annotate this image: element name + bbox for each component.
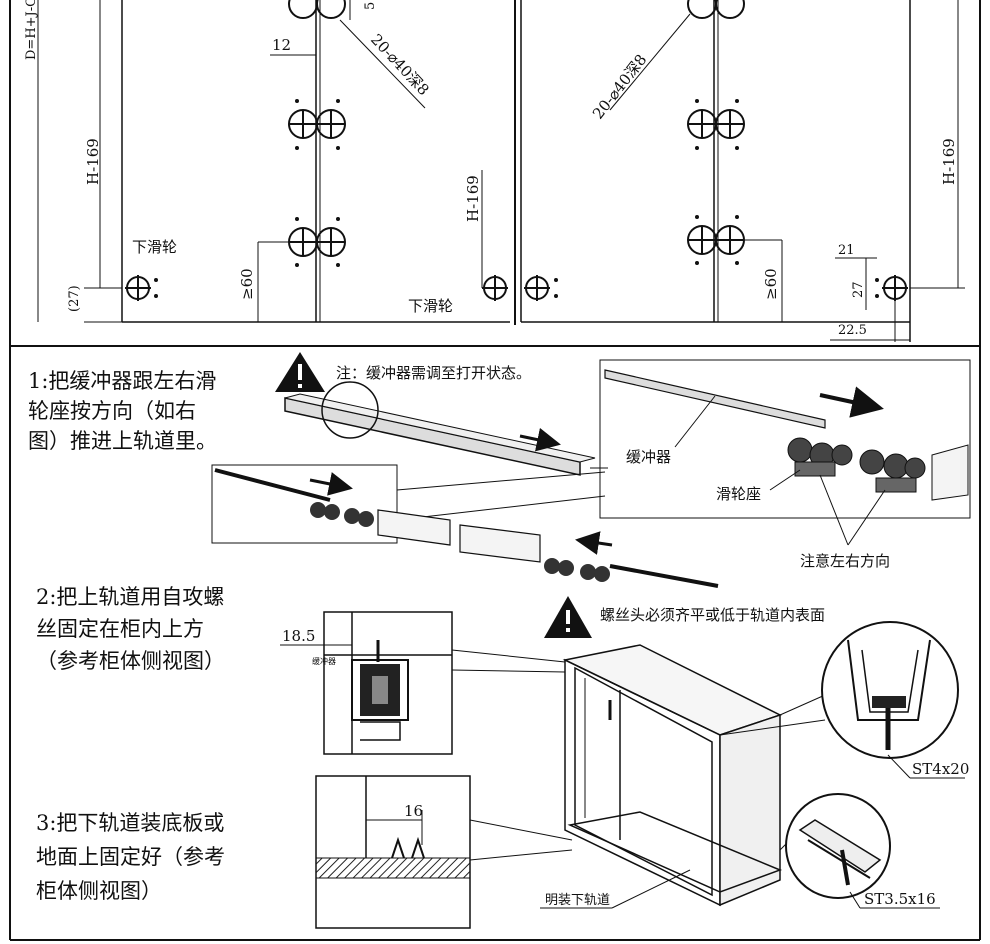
holes-spec-left: 20-⌀40深8: [367, 30, 433, 98]
lower-pulley-right: [482, 275, 908, 301]
screw-detail-lower: [540, 793, 940, 909]
lower-pulley-label-right: 下滑轮: [408, 297, 453, 315]
dim-ge60-right: ≥60: [762, 268, 780, 300]
warning-icon: [275, 352, 325, 392]
dim-21: 21: [838, 243, 855, 258]
step3-line2: 地面上固定好（参考: [36, 845, 225, 869]
holes-spec-right: 20-⌀40深8: [589, 51, 650, 123]
step1-text: 1:把缓冲器跟左右滑 轮座按方向（如右 图）推进上轨道里。: [28, 369, 217, 453]
step3-line3: 柜体侧视图）: [36, 879, 162, 903]
bottom-track-side-view: [315, 775, 573, 929]
dim-16: 16: [404, 802, 423, 820]
label-direction: 注意左右方向: [800, 552, 890, 570]
step3-line1: 3:把下轨道装底板或: [36, 811, 224, 835]
label-buffer: 缓冲器: [626, 448, 671, 466]
step2-line2: 丝固定在柜内上方: [36, 617, 204, 641]
step1-line3: 图）推进上轨道里。: [28, 429, 217, 453]
step2-line3: （参考柜体侧视图）: [36, 649, 225, 673]
lower-pulley-left: [125, 275, 151, 301]
step2-text: 2:把上轨道用自攻螺 丝固定在柜内上方 （参考柜体侧视图）: [36, 585, 225, 673]
step2-line1: 2:把上轨道用自攻螺: [36, 585, 224, 609]
dim-5: 5: [363, 2, 378, 10]
note-buffer-open: 注：缓冲器需调至打开状态。: [336, 364, 531, 382]
dim-18-5: 18.5: [282, 627, 315, 645]
dim-h169-right: H-169: [940, 138, 958, 185]
exploded-view-box: [211, 464, 719, 588]
note-screw-flush: 螺丝头必须齐平或低于轨道内表面: [600, 606, 825, 624]
right-door-drawing: [481, 0, 965, 342]
dim-12: 12: [272, 36, 291, 54]
dim-27: 27: [851, 281, 866, 298]
step1-line1: 1:把缓冲器跟左右滑: [28, 369, 216, 393]
screw-spec-st4: ST4x20: [912, 760, 969, 778]
step1-line2: 轮座按方向（如右: [28, 399, 196, 423]
screw-spec-st35: ST3.5x16: [864, 890, 936, 908]
left-door-drawing: [37, 0, 510, 323]
label-lower-track: 明装下轨道: [545, 893, 610, 908]
hinge-holes-left: [288, 0, 346, 257]
lower-pulley-label-left: 下滑轮: [132, 238, 177, 256]
label-buffer-small: 缓冲器: [312, 656, 336, 666]
upper-track-illustration: [284, 381, 608, 476]
dim-22-5: 22.5: [838, 323, 867, 338]
label-pulley-seat: 滑轮座: [716, 485, 761, 503]
buffer-detail-box: [599, 359, 971, 546]
dim-h169-mid: H-169: [464, 175, 482, 222]
dim-d-formula: D=H+J-C: [24, 0, 39, 60]
dim-h169-left: H-169: [84, 138, 102, 185]
step3-text: 3:把下轨道装底板或 地面上固定好（参考 柜体侧视图）: [36, 811, 225, 903]
top-track-side-view: [280, 611, 566, 755]
dim-27-paren: (27): [67, 285, 82, 312]
warning-icon-2: [544, 596, 592, 638]
top-panel: D=H+J-C H-169 (27) ≥60 12 5 20-⌀40深8 下滑轮…: [9, 0, 981, 347]
screw-detail-upper: [821, 621, 965, 779]
dim-ge60-left: ≥60: [238, 268, 256, 300]
cabinet-illustration: [562, 644, 826, 907]
